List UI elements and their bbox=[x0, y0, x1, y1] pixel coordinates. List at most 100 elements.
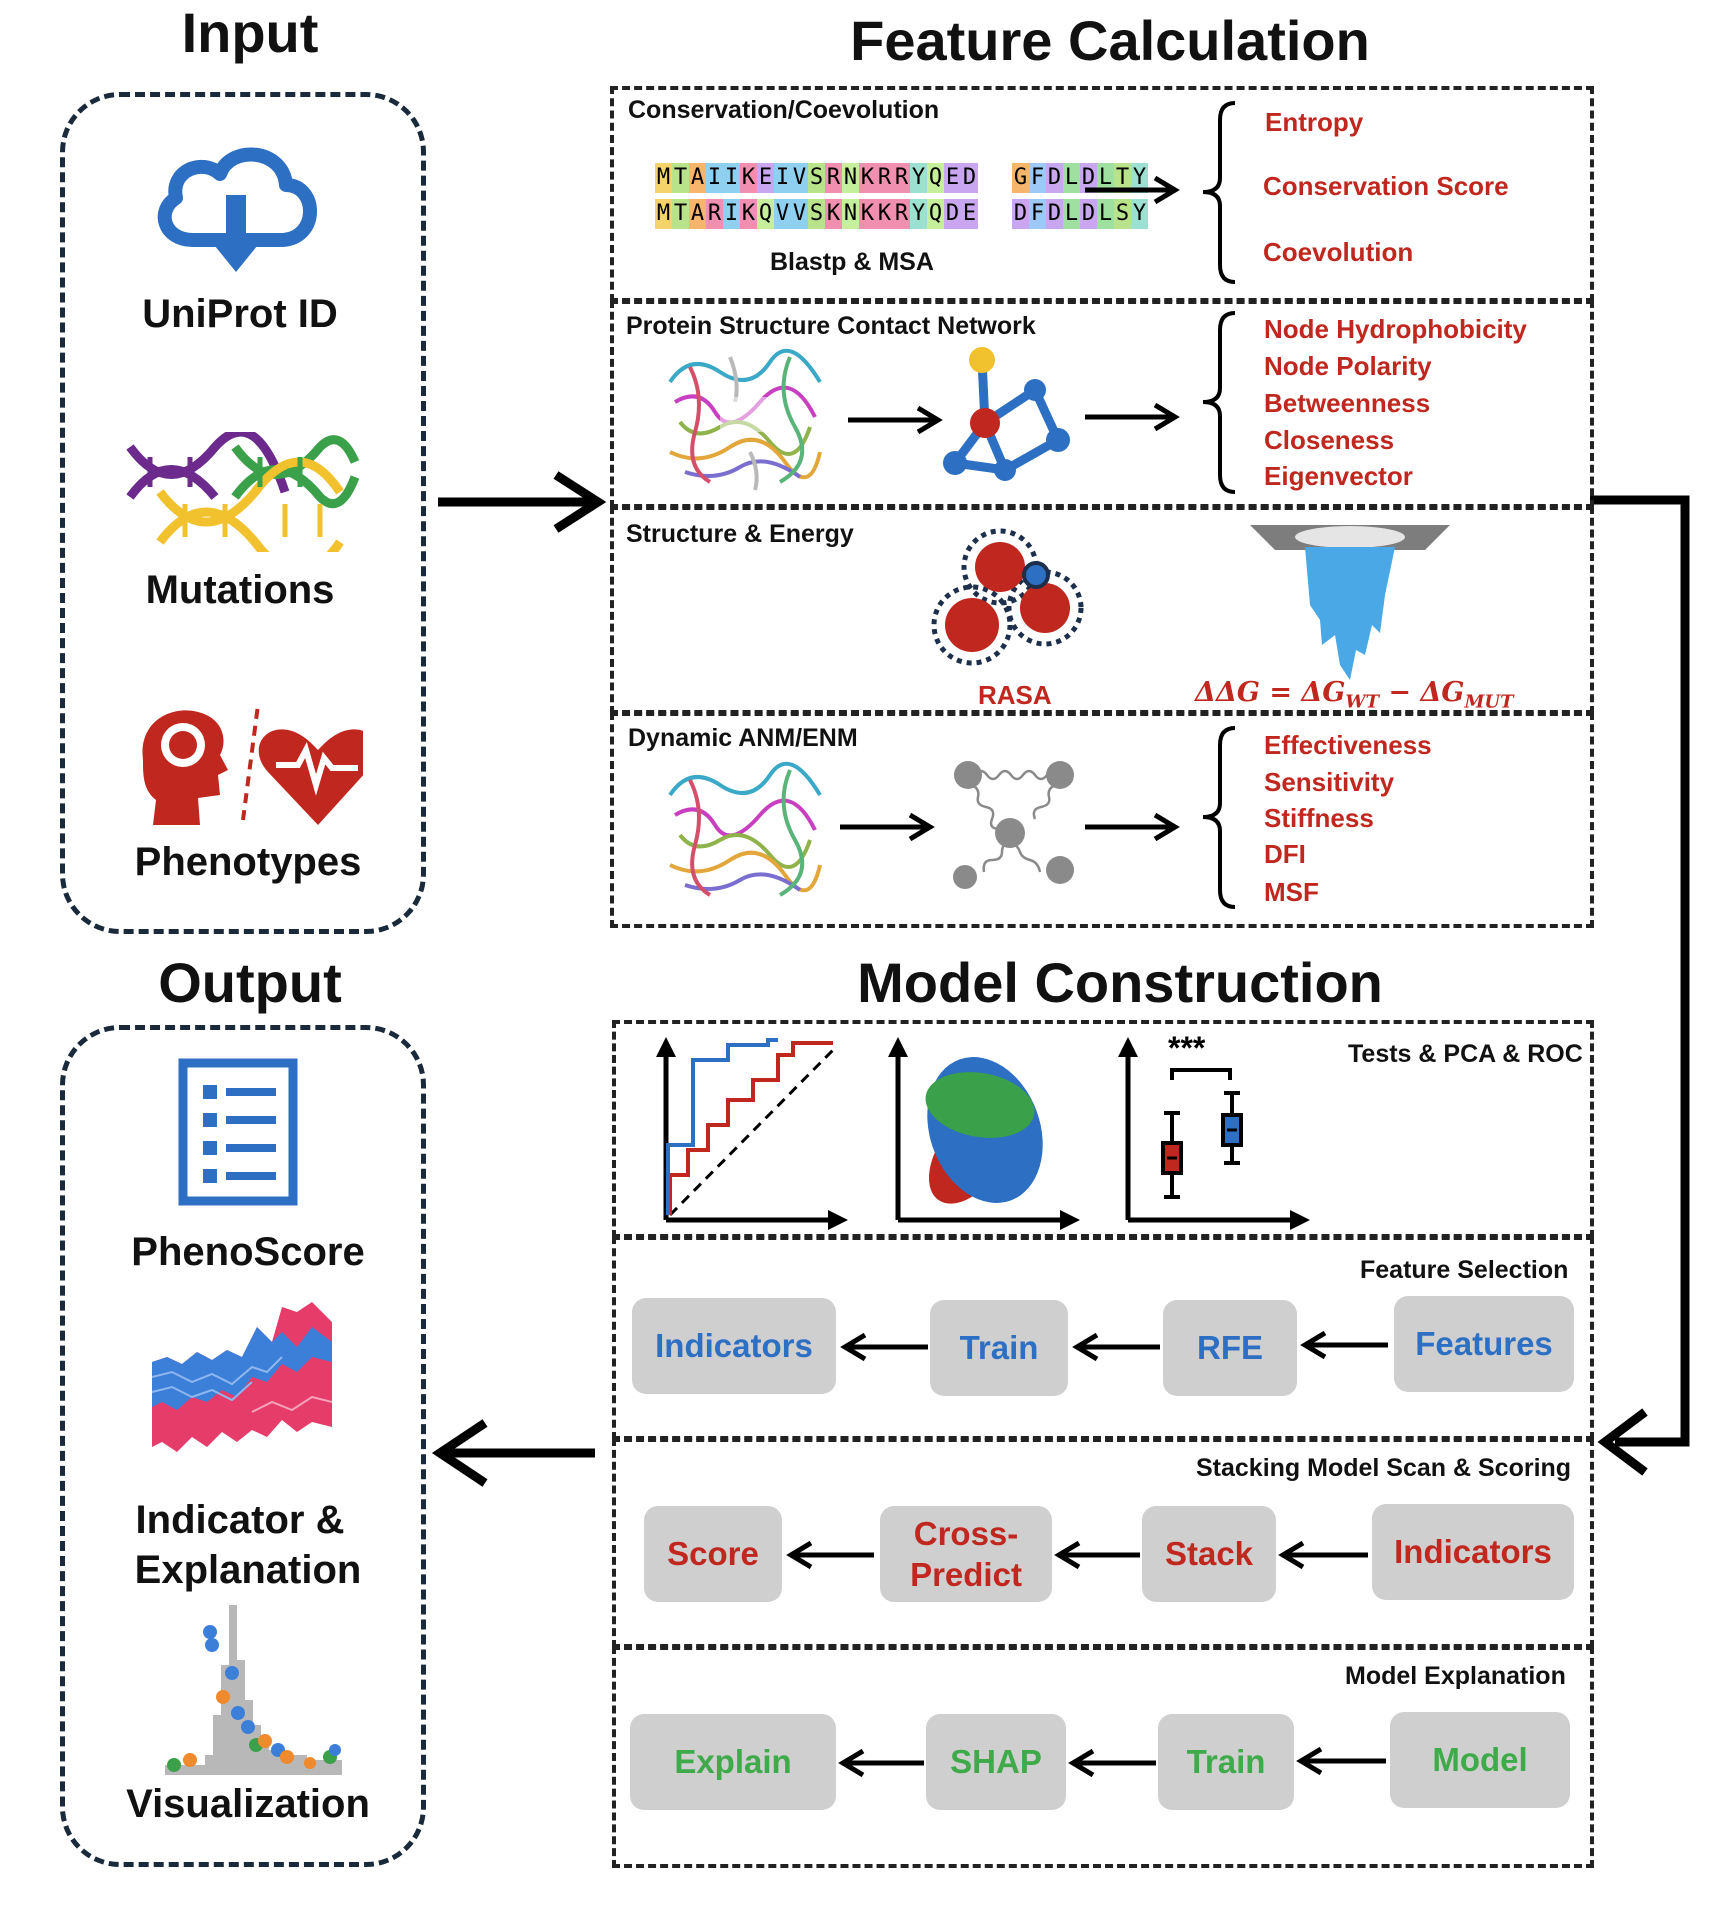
msa-seq2-residue: R bbox=[893, 199, 910, 229]
msa-seq2-residue: L bbox=[1097, 199, 1114, 229]
feature-selection-title: Feature Selection bbox=[1360, 1256, 1569, 1284]
fs-features-step: Features bbox=[1394, 1296, 1574, 1392]
msa-seq1-residue: R bbox=[876, 163, 893, 193]
msa-seq1-residue: I bbox=[706, 163, 723, 193]
feature-calculation-title: Feature Calculation bbox=[850, 9, 1370, 72]
dynamic-brace bbox=[1202, 726, 1236, 909]
protein-structure-icon-2 bbox=[668, 761, 822, 897]
msa-seq2-residue: T bbox=[672, 199, 689, 229]
input-to-features-arrow bbox=[438, 471, 607, 533]
conservation-title: Conservation/Coevolution bbox=[628, 96, 940, 124]
dfi-item: DFI bbox=[1264, 839, 1306, 869]
msa-seq2-residue: M bbox=[655, 199, 672, 229]
energy-funnel-icon bbox=[1250, 525, 1450, 680]
network-arrow-2 bbox=[1085, 402, 1180, 432]
pca-icon bbox=[888, 1037, 1080, 1230]
msa-seq1-residue: D bbox=[1046, 163, 1063, 193]
dynamic-arrow-2 bbox=[1085, 812, 1180, 842]
brain-heart-icon bbox=[142, 704, 363, 825]
msa-seq2-residue: R bbox=[706, 199, 723, 229]
fs-arrow-2 bbox=[1072, 1332, 1160, 1362]
msa-seq2-residue bbox=[978, 199, 995, 229]
msa-seq1-residue: M bbox=[655, 163, 672, 193]
network-brace bbox=[1202, 311, 1236, 494]
eigenvector-item: Eigenvector bbox=[1264, 461, 1413, 491]
msa-seq1-residue: Y bbox=[910, 163, 927, 193]
msa-seq1-residue: N bbox=[842, 163, 859, 193]
msa-seq2-residue: E bbox=[961, 199, 978, 229]
msa-seq1-residue bbox=[978, 163, 995, 193]
effectiveness-item: Effectiveness bbox=[1264, 730, 1432, 760]
input-box bbox=[60, 92, 426, 934]
msa-seq1-residue: T bbox=[1114, 163, 1131, 193]
msa-seq1-residue: F bbox=[1029, 163, 1046, 193]
msa-seq2-residue: D bbox=[944, 199, 961, 229]
contact-network-icon bbox=[943, 347, 1070, 481]
st-arrow-1 bbox=[786, 1540, 874, 1570]
msa-seq2-residue: Q bbox=[927, 199, 944, 229]
msa-seq2-residue: N bbox=[842, 199, 859, 229]
msa-seq1-residue: D bbox=[1080, 163, 1097, 193]
output-title: Output bbox=[158, 951, 342, 1014]
rasa-icon bbox=[931, 528, 1084, 666]
output-box bbox=[60, 1025, 426, 1867]
fs-arrow-3 bbox=[1300, 1330, 1388, 1360]
ex-arrow-2 bbox=[1068, 1748, 1156, 1778]
boxplot-icon bbox=[1118, 1037, 1310, 1230]
indicator-explanation-label-2: Explanation bbox=[134, 1548, 362, 1592]
msa-seq1-residue: K bbox=[859, 163, 876, 193]
visualization-label: Visualization bbox=[126, 1782, 370, 1826]
msa-seq1-residue: V bbox=[791, 163, 808, 193]
ddg-formula: ΔΔG = ΔGWT − ΔGMUT bbox=[1195, 677, 1514, 713]
msa-seq1-residue: A bbox=[689, 163, 706, 193]
msa-seq1-residue: R bbox=[825, 163, 842, 193]
msa-seq2-residue: A bbox=[689, 199, 706, 229]
phenoscore-label: PhenoScore bbox=[131, 1230, 365, 1274]
ex-arrow-3 bbox=[1296, 1746, 1386, 1776]
st-indicators-step: Indicators bbox=[1372, 1504, 1574, 1600]
conservation-arrow bbox=[1085, 175, 1180, 205]
fs-arrow-1 bbox=[840, 1332, 928, 1362]
msa-seq2-residue: K bbox=[740, 199, 757, 229]
st-arrow-3 bbox=[1278, 1540, 1368, 1570]
st-score-step: Score bbox=[644, 1506, 782, 1602]
scatter-histogram-icon bbox=[165, 1605, 342, 1775]
msa-seq1-residue: E bbox=[944, 163, 961, 193]
cross-predict-line2: Predict bbox=[910, 1556, 1022, 1593]
ex-model-step: Model bbox=[1390, 1712, 1570, 1808]
msa-seq2-residue: Q bbox=[757, 199, 774, 229]
msa-seq1-residue: Q bbox=[927, 163, 944, 193]
node-hydrophobicity-item: Node Hydrophobicity bbox=[1264, 314, 1527, 344]
dynamic-box bbox=[610, 712, 1594, 928]
dynamic-title: Dynamic ANM/ENM bbox=[628, 724, 858, 752]
features-to-model-connector bbox=[1590, 495, 1690, 1476]
msa-seq1-residue: D bbox=[961, 163, 978, 193]
msa-seq2-residue: S bbox=[808, 199, 825, 229]
elastic-network-icon bbox=[953, 761, 1074, 889]
msf-item: MSF bbox=[1264, 877, 1319, 907]
msa-seq2-residue: L bbox=[1063, 199, 1080, 229]
indicator-explanation-label-1: Indicator & bbox=[135, 1498, 345, 1542]
network-arrow-1 bbox=[848, 405, 943, 435]
msa-seq1-residue: R bbox=[893, 163, 910, 193]
msa-seq2-residue: Y bbox=[1131, 199, 1148, 229]
protein-structure-icon bbox=[668, 348, 822, 491]
model-to-output-arrow bbox=[431, 1419, 595, 1487]
node-polarity-item: Node Polarity bbox=[1264, 351, 1432, 381]
input-title: Input bbox=[181, 1, 319, 64]
conservation-brace bbox=[1202, 101, 1236, 284]
st-arrow-2 bbox=[1054, 1540, 1140, 1570]
msa-seq2-residue: F bbox=[1029, 199, 1046, 229]
ex-train-step: Train bbox=[1158, 1714, 1294, 1810]
msa-seq2-residue: D bbox=[1046, 199, 1063, 229]
model-construction-title: Model Construction bbox=[857, 951, 1383, 1014]
network-title: Protein Structure Contact Network bbox=[626, 312, 1036, 340]
msa-seq2-residue: V bbox=[791, 199, 808, 229]
msa-seq2-residue: D bbox=[1012, 199, 1029, 229]
sensitivity-item: Sensitivity bbox=[1264, 767, 1395, 797]
fs-rfe-step: RFE bbox=[1163, 1300, 1297, 1396]
msa-seq2-residue: S bbox=[1114, 199, 1131, 229]
rasa-label: RASA bbox=[978, 680, 1052, 710]
msa-seq1-residue: I bbox=[723, 163, 740, 193]
